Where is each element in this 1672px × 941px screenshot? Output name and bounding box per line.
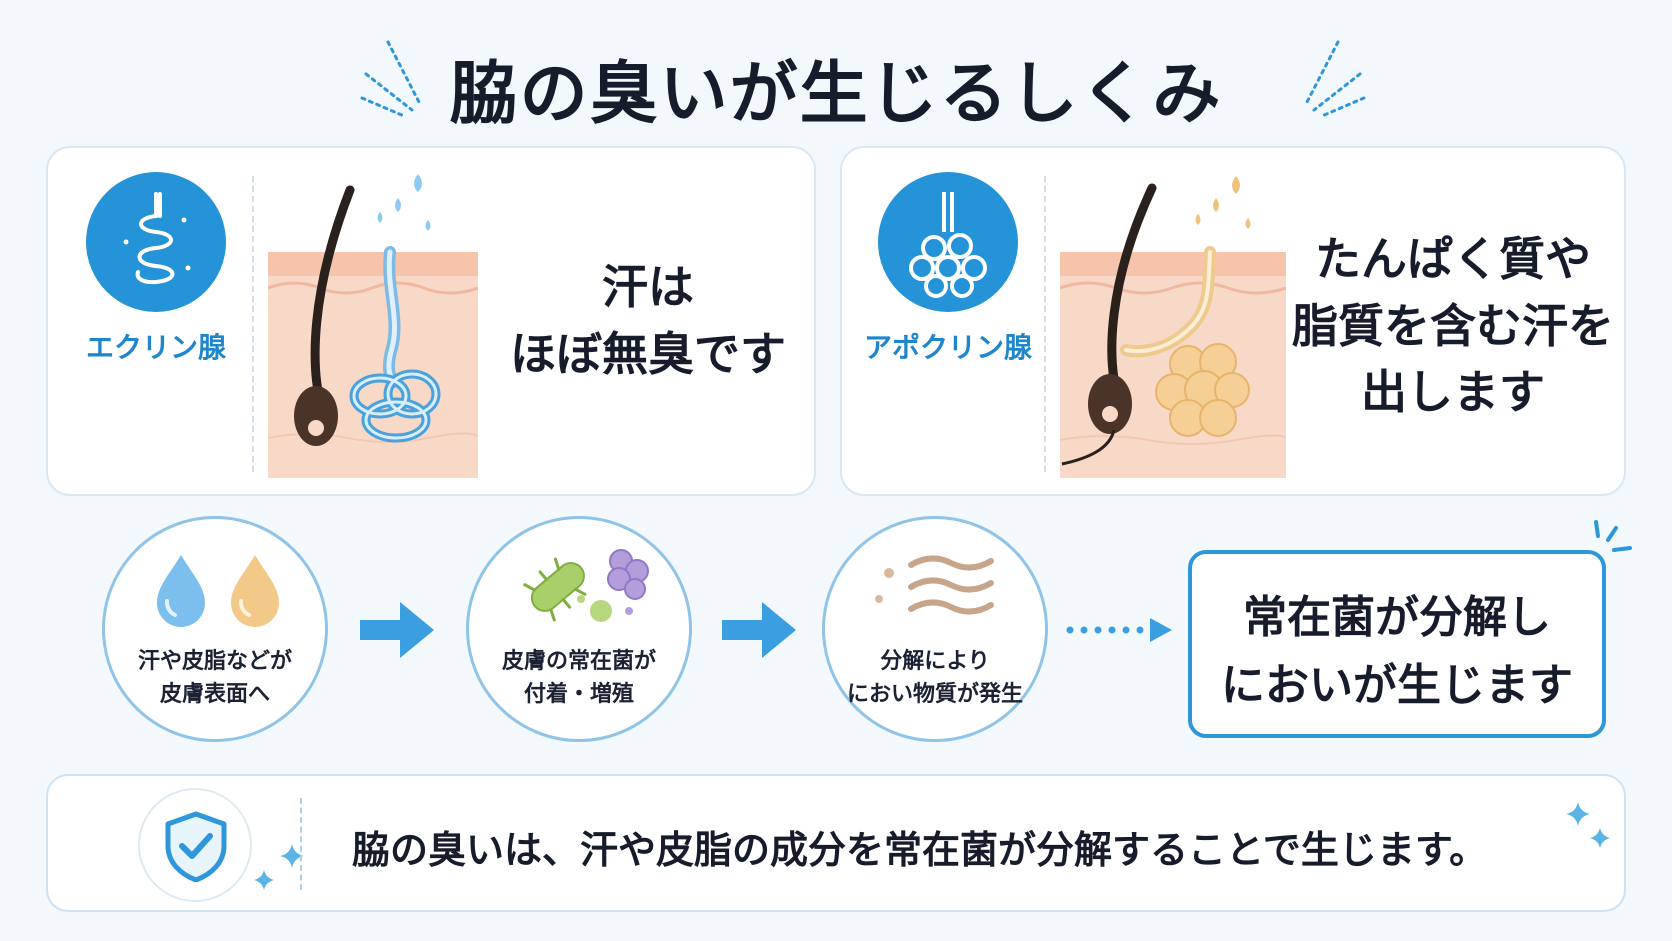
summary-card: 脇の臭いは、汗や皮脂の成分を常在菌が分解することで生じます。 (46, 774, 1626, 912)
page-title: 脇の臭いが生じるしくみ (449, 55, 1223, 134)
step-bacteria-circle: 皮膚の常在菌が 付着・増殖 (466, 516, 692, 742)
step-odor-line1: 分解により (880, 649, 990, 674)
eccrine-description: 汗は ほぼ無臭です (488, 254, 808, 387)
divider (252, 176, 254, 472)
result-line2: においが生じます (1221, 660, 1573, 712)
result-line1: 常在菌が分解し (1243, 592, 1551, 643)
apocrine-description-line3: 出します (1361, 365, 1545, 420)
result-text: 常在菌が分解し においが生じます (1192, 584, 1602, 720)
eccrine-card: エクリン腺 汗は ほぼ無臭です (46, 146, 816, 496)
eccrine-label: エクリン腺 (85, 331, 226, 364)
apocrine-skin-illustration (1060, 176, 1286, 478)
step-sweat-circle: 汗や皮脂などが 皮膚表面へ (102, 516, 328, 742)
divider (300, 798, 302, 890)
sweat-drops-icon (157, 555, 279, 627)
apocrine-description: たんぱく質や 脂質を含む汗を 出します (1288, 226, 1618, 426)
sparkle-icon (254, 844, 304, 890)
shield-check-icon (165, 811, 227, 882)
divider (1044, 176, 1046, 472)
shield-badge (138, 788, 252, 902)
step-odor-text: 分解により におい物質が発生 (825, 645, 1045, 711)
step-sweat-line2: 皮膚表面へ (159, 682, 270, 707)
summary-text: 脇の臭いは、汗や皮脂の成分を常在菌が分解することで生じます。 (352, 828, 1488, 872)
eccrine-skin-illustration (268, 174, 478, 478)
title-deco-left-icon (360, 40, 422, 118)
arrow-right-icon (722, 602, 796, 658)
eccrine-description-line2: ほぼ無臭です (510, 326, 786, 381)
apocrine-description-line1: たんぱく質や (1315, 232, 1591, 286)
step-bacteria-line1: 皮膚の常在菌が (501, 649, 656, 674)
apocrine-description-line2: 脂質を含む汗を (1292, 298, 1614, 353)
step-bacteria-text: 皮膚の常在菌が 付着・増殖 (469, 645, 689, 711)
eccrine-description-line1: 汗は (602, 260, 694, 314)
apocrine-label: アポクリン腺 (863, 331, 1032, 364)
sparkle-icon (1566, 802, 1610, 848)
title-deco-right-icon (1304, 40, 1366, 118)
apocrine-gland-icon (878, 172, 1018, 312)
spark-lines-icon (1594, 520, 1632, 552)
odor-waves-icon (875, 555, 994, 615)
step-odor-line2: におい物質が発生 (846, 682, 1023, 707)
apocrine-card: アポクリン腺 たんぱく質や 脂質を含む汗を 出します (840, 146, 1626, 496)
step-sweat-text: 汗や皮脂などが 皮膚表面へ (105, 645, 325, 711)
dotted-arrow-right-icon (1066, 618, 1172, 642)
step-sweat-line1: 汗や皮脂などが (137, 649, 292, 674)
result-box: 常在菌が分解し においが生じます (1188, 550, 1606, 738)
bacteria-icon (523, 549, 649, 622)
step-odor-circle: 分解により におい物質が発生 (822, 516, 1048, 742)
step-bacteria-line2: 付着・増殖 (523, 682, 634, 707)
eccrine-gland-icon (86, 172, 226, 312)
arrow-right-icon (360, 602, 434, 658)
